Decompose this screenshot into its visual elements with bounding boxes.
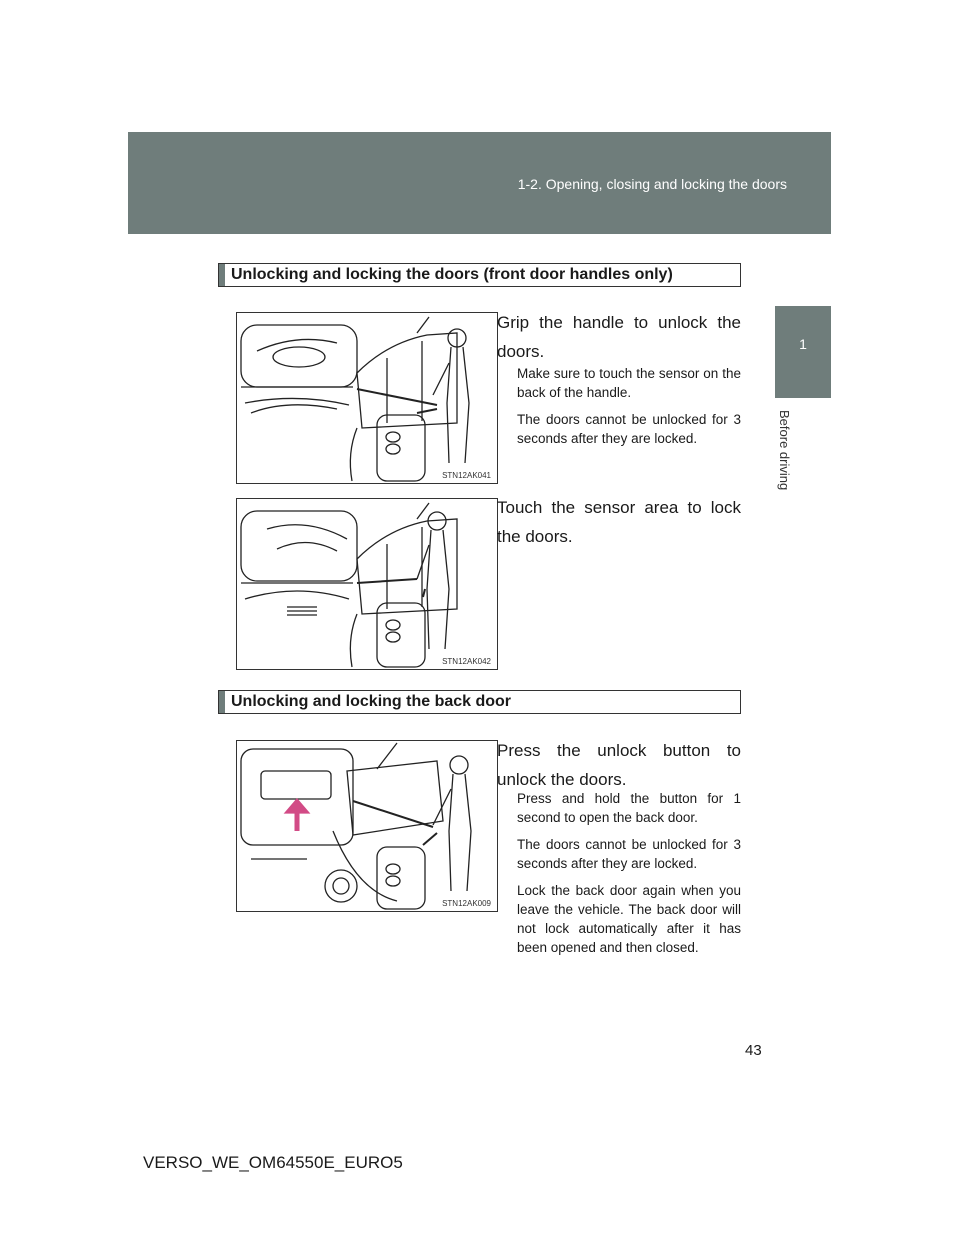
figure-lock-front-door: STN12AK042 — [236, 498, 498, 670]
note-hold-button: Press and hold the button for 1 second t… — [517, 791, 741, 825]
section-title: Unlocking and locking the back door — [231, 693, 512, 710]
illustration-back-door-button — [240, 742, 472, 910]
note-delay: The doors cannot be unlocked for 3 secon… — [517, 837, 741, 871]
step-text-lock: Touch the sensor area to lock the doors. — [497, 498, 741, 546]
figure-code: STN12AK042 — [442, 657, 491, 666]
illustration-touch-sensor — [240, 502, 458, 668]
header-band: 1-2. Opening, closing and locking the do… — [128, 132, 831, 234]
note-delay: The doors cannot be unlocked for 3 secon… — [517, 412, 741, 446]
note-sensor: Make sure to touch the sensor on the bac… — [517, 366, 741, 400]
chapter-tab: 1 — [775, 306, 831, 398]
note-lock-again: Lock the back door again when you leave … — [517, 883, 741, 955]
section-title: Unlocking and locking the doors (front d… — [231, 266, 673, 283]
section-heading-front-doors: Unlocking and locking the doors (front d… — [218, 263, 741, 287]
chapter-label: Before driving — [777, 410, 792, 491]
breadcrumb: 1-2. Opening, closing and locking the do… — [517, 176, 787, 192]
figure-code: STN12AK009 — [442, 899, 491, 908]
chapter-label-container: Before driving — [777, 410, 804, 510]
footer-doc-code: VERSO_WE_OM64550E_EURO5 — [143, 1153, 403, 1172]
chapter-number: 1 — [799, 336, 807, 352]
illustration-grip-handle — [240, 316, 470, 482]
figure-code: STN12AK041 — [442, 471, 491, 480]
step-text-back-door: Press the unlock button to unlock the do… — [497, 741, 741, 789]
step-text-unlock: Grip the handle to unlock the doors. — [497, 313, 741, 361]
figure-unlock-back-door: STN12AK009 — [236, 740, 498, 912]
page-number: 43 — [745, 1042, 762, 1059]
figure-unlock-front-door: STN12AK041 — [236, 312, 498, 484]
section-heading-back-door: Unlocking and locking the back door — [218, 690, 741, 714]
